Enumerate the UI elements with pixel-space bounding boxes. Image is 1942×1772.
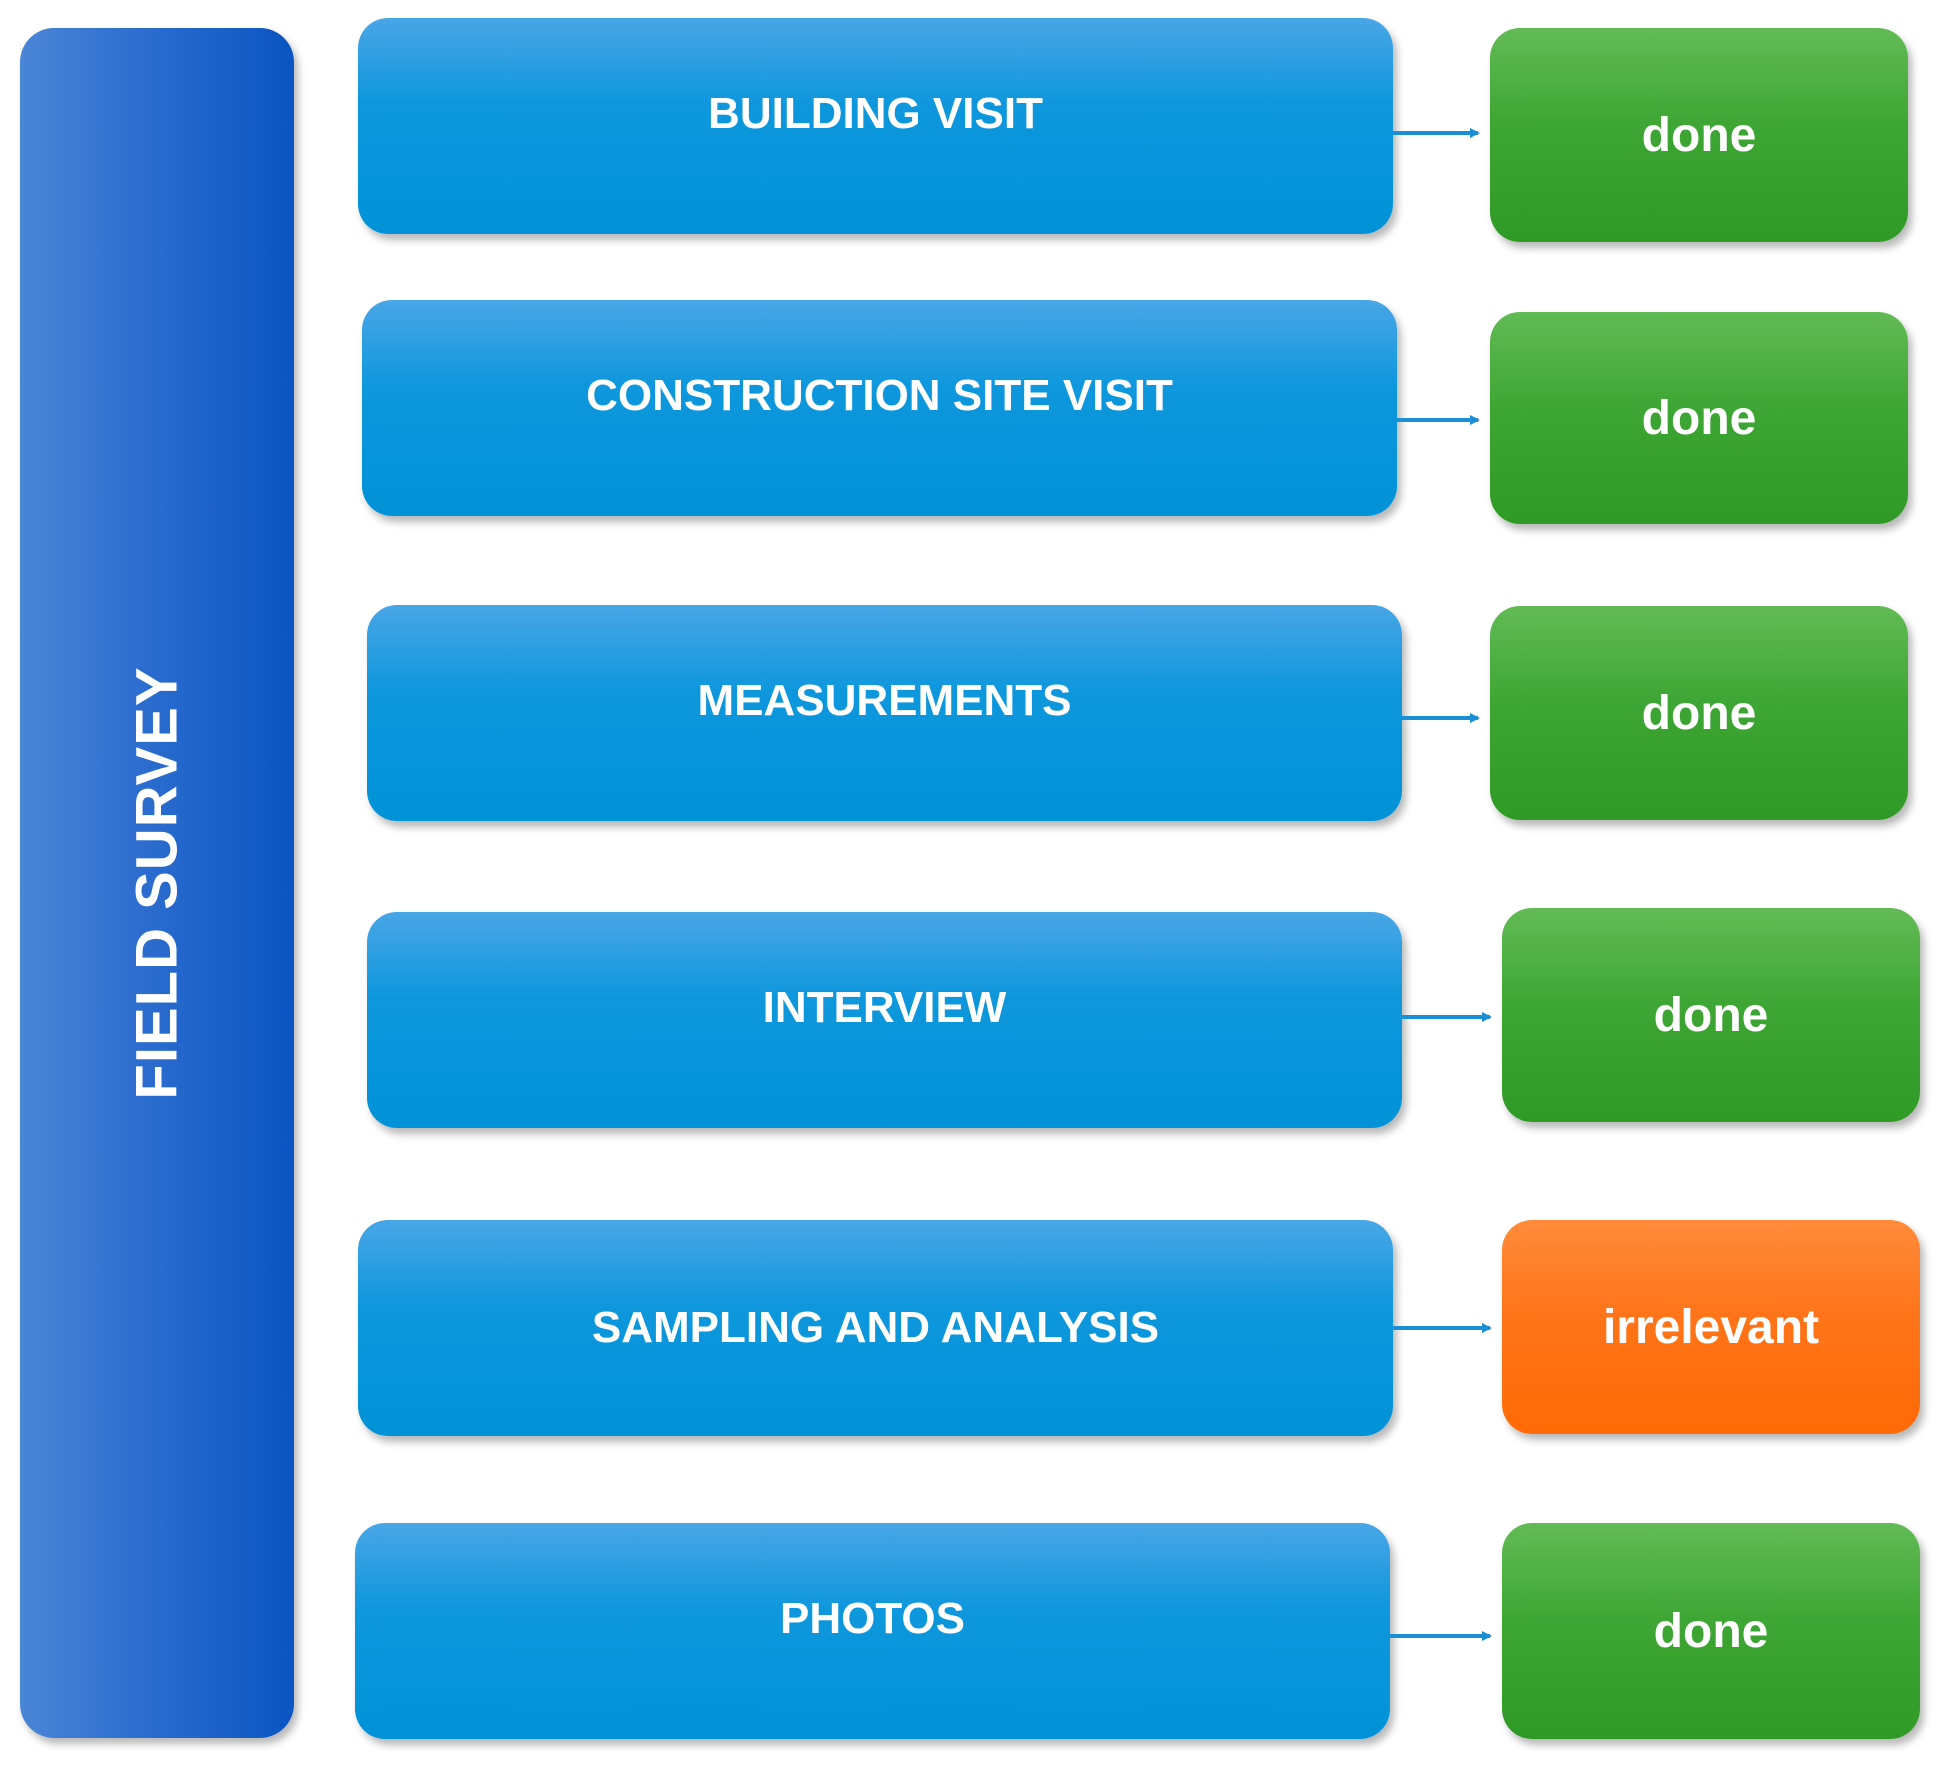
- step-label: BUILDING VISIT: [708, 89, 1043, 138]
- step-label: INTERVIEW: [762, 983, 1007, 1032]
- step-label: SAMPLING AND ANALYSIS: [591, 1303, 1160, 1352]
- status-label: done: [1641, 391, 1757, 445]
- status-interview: done: [1502, 908, 1920, 1122]
- status-sampling-and-analysis: irrelevant: [1502, 1220, 1920, 1434]
- step-building-visit: BUILDING VISIT: [358, 18, 1393, 234]
- status-label: done: [1641, 686, 1757, 740]
- step-label: MEASUREMENTS: [697, 676, 1072, 725]
- step-interview: INTERVIEW: [367, 912, 1402, 1128]
- step-photos: PHOTOS: [355, 1523, 1390, 1739]
- step-construction-site-visit: CONSTRUCTION SITE VISIT: [362, 300, 1397, 516]
- status-label: irrelevant: [1602, 1300, 1820, 1354]
- status-photos: done: [1502, 1523, 1920, 1739]
- step-label: CONSTRUCTION SITE VISIT: [586, 371, 1173, 420]
- step-sampling-and-analysis: SAMPLING AND ANALYSIS: [358, 1220, 1393, 1436]
- status-label: done: [1653, 1604, 1769, 1658]
- status-construction-site-visit: done: [1490, 312, 1908, 524]
- status-building-visit: done: [1490, 28, 1908, 242]
- status-label: done: [1653, 988, 1769, 1042]
- status-measurements: done: [1490, 606, 1908, 820]
- field-survey-bar: FIELD SURVEY: [20, 28, 294, 1738]
- status-label: done: [1641, 108, 1757, 162]
- step-measurements: MEASUREMENTS: [367, 605, 1402, 821]
- step-label: PHOTOS: [779, 1594, 965, 1643]
